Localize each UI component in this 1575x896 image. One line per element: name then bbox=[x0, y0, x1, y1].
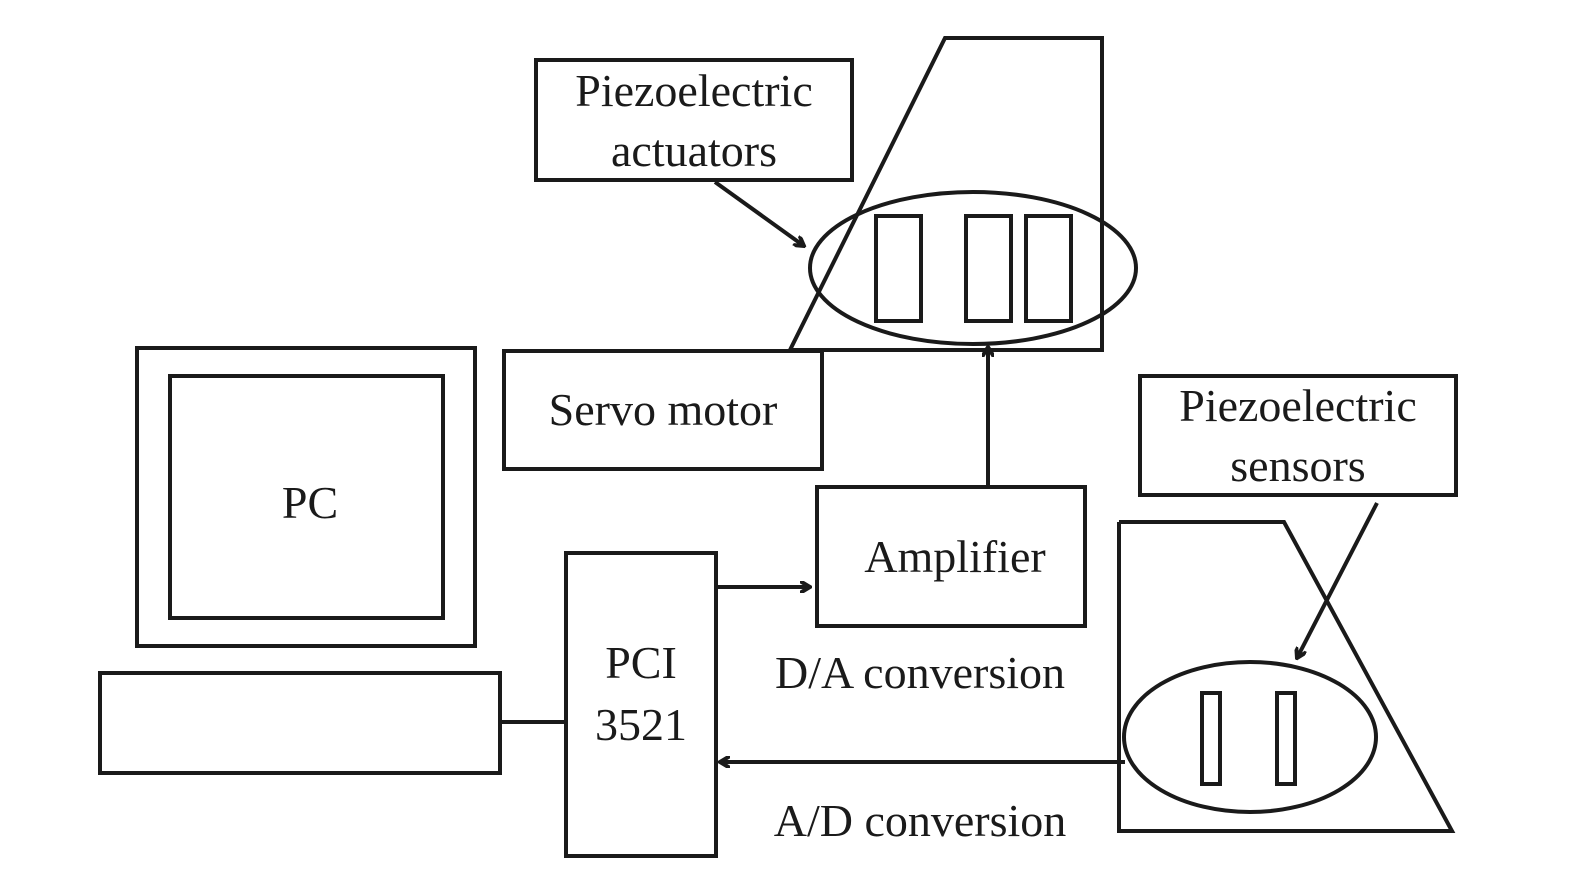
pci-3521-box: PCI 3521 bbox=[564, 551, 718, 858]
actuator-element-2 bbox=[964, 214, 1013, 323]
amplifier-box: Amplifier bbox=[815, 485, 1087, 628]
piezo-sensors-label-box: Piezoelectric sensors bbox=[1138, 374, 1458, 497]
actuator-element-3 bbox=[1024, 214, 1073, 323]
monitor-screen bbox=[168, 374, 445, 620]
sensor-ellipse bbox=[1122, 660, 1378, 814]
sensor-element-2 bbox=[1275, 691, 1297, 786]
piezo-actuators-label-line2: actuators bbox=[611, 125, 777, 176]
piezo-sensors-label-line1: Piezoelectric bbox=[1179, 380, 1417, 431]
upper-trapezoid-outline bbox=[788, 36, 1104, 352]
servo-motor-label: Servo motor bbox=[549, 384, 778, 435]
actuator-element-1 bbox=[874, 214, 923, 323]
pc-label: PC bbox=[282, 477, 338, 528]
piezo-sensors-label-line2: sensors bbox=[1230, 440, 1365, 491]
sensors-pointer-arrow bbox=[1297, 502, 1379, 658]
pci-label-line2: 3521 bbox=[595, 699, 687, 750]
sensor-structure bbox=[1117, 520, 1456, 833]
ad-conversion-label: A/D conversion bbox=[774, 795, 1067, 846]
piezo-actuators-label-box: Piezoelectric actuators bbox=[534, 58, 854, 182]
amplifier-label: Amplifier bbox=[864, 531, 1045, 582]
da-conversion-label: D/A conversion bbox=[775, 647, 1065, 698]
piezo-actuators-label-line1: Piezoelectric bbox=[575, 65, 813, 116]
monitor-frame bbox=[135, 346, 477, 648]
actuators-pointer-arrow bbox=[713, 180, 804, 246]
pci-label-line1: PCI bbox=[605, 637, 677, 688]
pc-keyboard bbox=[98, 671, 502, 775]
actuator-ellipse bbox=[808, 190, 1138, 346]
sensor-element-1 bbox=[1200, 691, 1222, 786]
pc-monitor: PC bbox=[135, 346, 477, 648]
servo-motor-box: Servo motor bbox=[502, 349, 824, 471]
actuator-structure bbox=[788, 36, 1138, 352]
lower-trapezoid-outline bbox=[1117, 520, 1456, 833]
